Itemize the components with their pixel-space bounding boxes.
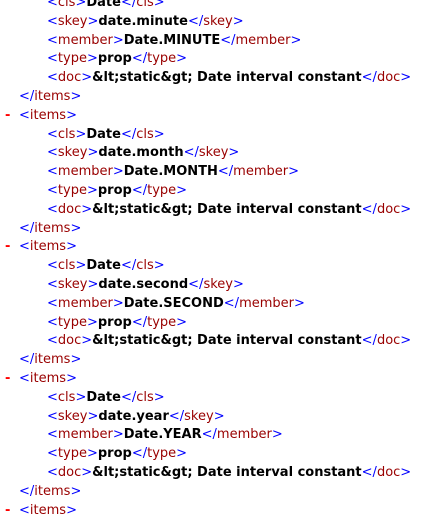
xml-line: <cls>Date</cls> (0, 126, 433, 145)
xml-close-items: </items> (19, 483, 82, 499)
xml-line: - <items> (0, 370, 433, 389)
xml-open-items: <items> (19, 239, 77, 255)
xml-line: <type>prop</type> (0, 314, 433, 333)
xml-text-value: Date.MINUTE (123, 32, 221, 48)
xml-element-type: <type>prop</type> (47, 314, 188, 330)
xml-line: <skey>date.month</skey> (0, 144, 433, 163)
xml-text-value: &lt;static&gt; Date interval constant (92, 333, 362, 349)
xml-text-value: Date.YEAR (123, 427, 202, 443)
xml-line: <cls>Date</cls> (0, 257, 433, 276)
xml-text-value: date.minute (98, 13, 188, 29)
xml-text-value: Date (86, 258, 121, 274)
xml-line: - <items> (0, 238, 433, 257)
xml-element-cls: <cls>Date</cls> (47, 126, 165, 142)
xml-line: <skey>date.year</skey> (0, 408, 433, 427)
xml-text-value: prop (97, 182, 132, 198)
xml-element-doc: <doc>&lt;static&gt; Date interval consta… (47, 201, 412, 217)
collapse-toggle-icon[interactable]: - (5, 239, 11, 255)
xml-close-items: </items> (19, 220, 82, 236)
xml-text-value: prop (97, 51, 132, 67)
xml-text-value: prop (97, 314, 132, 330)
xml-line: - <items> (0, 107, 433, 126)
xml-close-items: </items> (19, 88, 82, 104)
xml-text-value: &lt;static&gt; Date interval constant (92, 464, 362, 480)
xml-element-doc: <doc>&lt;static&gt; Date interval consta… (47, 333, 412, 349)
collapse-toggle-icon[interactable]: - (5, 502, 11, 518)
xml-line: <doc>&lt;static&gt; Date interval consta… (0, 201, 433, 220)
xml-line: <skey>date.minute</skey> (0, 13, 433, 32)
xml-element-type: <type>prop</type> (47, 446, 188, 462)
collapse-toggle-icon[interactable]: - (5, 370, 11, 386)
xml-element-member: <member>Date.YEAR</member> (47, 427, 283, 443)
xml-element-cls: <cls>Date</cls> (47, 389, 165, 405)
xml-text-value: Date (86, 0, 121, 10)
xml-line: <type>prop</type> (0, 50, 433, 69)
xml-element-doc: <doc>&lt;static&gt; Date interval consta… (47, 464, 412, 480)
xml-text-value: &lt;static&gt; Date interval constant (92, 201, 362, 217)
xml-line: <doc>&lt;static&gt; Date interval consta… (0, 464, 433, 483)
xml-element-doc: <doc>&lt;static&gt; Date interval consta… (47, 70, 412, 86)
xml-line: </items> (0, 88, 433, 107)
xml-element-skey: <skey>date.second</skey> (47, 276, 244, 292)
xml-open-items: <items> (19, 107, 77, 123)
xml-element-cls: <cls>Date</cls> (47, 0, 165, 13)
xml-element-type: <type>prop</type> (47, 182, 188, 198)
xml-text-value: Date (86, 389, 121, 405)
xml-line: <member>Date.MONTH</member> (0, 163, 433, 182)
xml-line: <cls>Date</cls> (0, 0, 433, 13)
xml-text-value: Date.SECOND (123, 295, 224, 311)
xml-line: <doc>&lt;static&gt; Date interval consta… (0, 69, 433, 88)
xml-text-value: date.month (98, 145, 184, 161)
xml-line: </items> (0, 483, 433, 502)
xml-element-member: <member>Date.MONTH</member> (47, 164, 299, 180)
xml-line: </items> (0, 220, 433, 239)
xml-text-value: date.second (98, 276, 189, 292)
xml-line: <member>Date.SECOND</member> (0, 295, 433, 314)
xml-text-value: Date.MONTH (123, 164, 218, 180)
xml-element-skey: <skey>date.year</skey> (47, 408, 225, 424)
xml-element-cls: <cls>Date</cls> (47, 258, 165, 274)
xml-line: <doc>&lt;static&gt; Date interval consta… (0, 332, 433, 351)
xml-text-value: date.year (98, 408, 169, 424)
xml-line: - <items> (0, 502, 433, 520)
xml-open-items: <items> (19, 370, 77, 386)
xml-element-type: <type>prop</type> (47, 51, 188, 67)
xml-line: <skey>date.second</skey> (0, 276, 433, 295)
xml-text-value: prop (97, 446, 132, 462)
xml-element-skey: <skey>date.minute</skey> (47, 13, 244, 29)
xml-line: <member>Date.YEAR</member> (0, 426, 433, 445)
xml-line: </items> (0, 351, 433, 370)
xml-text-value: Date (86, 126, 121, 142)
xml-open-items: <items> (19, 502, 77, 518)
xml-element-member: <member>Date.MINUTE</member> (47, 32, 302, 48)
xml-line: <type>prop</type> (0, 182, 433, 201)
xml-element-skey: <skey>date.month</skey> (47, 145, 240, 161)
collapse-toggle-icon[interactable]: - (5, 107, 11, 123)
xml-close-items: </items> (19, 352, 82, 368)
xml-text-value: &lt;static&gt; Date interval constant (92, 70, 362, 86)
xml-line: <cls>Date</cls> (0, 389, 433, 408)
xml-line: <member>Date.MINUTE</member> (0, 32, 433, 51)
xml-line: <type>prop</type> (0, 445, 433, 464)
xml-element-member: <member>Date.SECOND</member> (47, 295, 305, 311)
